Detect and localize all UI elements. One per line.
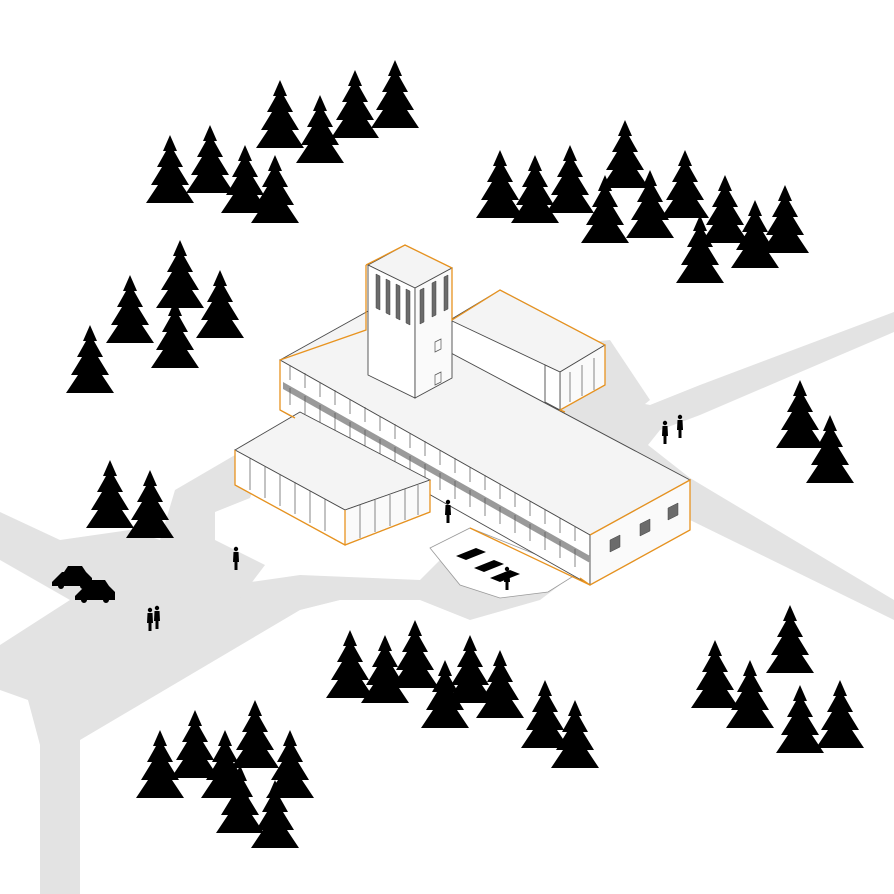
tree-conifer — [371, 60, 419, 136]
tree-conifer — [146, 135, 194, 211]
tree-conifer — [136, 730, 184, 806]
main-bar-window-row — [289, 365, 576, 567]
tree-conifer — [761, 185, 809, 261]
forest-north — [146, 60, 809, 291]
tree-conifer — [256, 80, 304, 156]
tree-conifer — [511, 155, 559, 231]
tree-conifer — [776, 685, 824, 761]
tree-conifer — [391, 620, 439, 696]
tree-conifer — [691, 640, 739, 716]
tree-conifer — [66, 325, 114, 401]
tree-conifer — [726, 660, 774, 736]
tree-conifer — [546, 145, 594, 221]
tree-conifer — [126, 470, 174, 546]
building-footprint-outline — [234, 244, 691, 586]
road-loop-drive — [160, 455, 265, 600]
tree-conifer — [106, 275, 154, 351]
tree-conifer — [151, 300, 199, 376]
tree-conifer — [601, 120, 649, 196]
tree-conifer — [661, 150, 709, 226]
tree-conifer — [231, 700, 279, 776]
tree-conifer — [186, 125, 234, 201]
forest-east — [776, 380, 854, 491]
tree-conifer — [701, 175, 749, 251]
wing-southwest — [234, 411, 432, 546]
tree-conifer — [156, 240, 204, 316]
wing-northeast — [449, 289, 606, 411]
tree-conifer — [776, 380, 824, 456]
building — [234, 244, 691, 586]
forest-south — [136, 605, 864, 856]
tree-conifer — [816, 680, 864, 756]
road-main-left — [0, 512, 560, 894]
tower-west-face — [367, 264, 416, 399]
tree-conifer — [331, 70, 379, 146]
tree-conifer — [766, 605, 814, 681]
tower — [367, 244, 453, 399]
tree-conifer — [86, 460, 134, 536]
